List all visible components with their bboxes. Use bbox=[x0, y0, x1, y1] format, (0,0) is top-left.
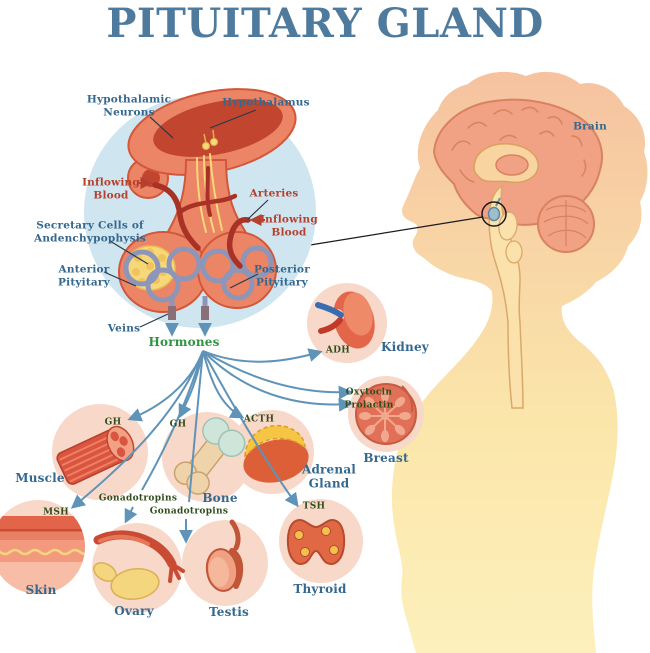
label-hypothalamic-neurons: Hypothalamic Neurons bbox=[86, 93, 172, 118]
cerebellum-folds bbox=[543, 200, 589, 246]
thalamus bbox=[495, 154, 529, 176]
tag-gh-muscle: GH bbox=[104, 417, 122, 428]
leader-arteries bbox=[247, 199, 269, 220]
leader-hypothalamic-neurons bbox=[149, 116, 174, 139]
ovary-illustration bbox=[93, 530, 185, 600]
muscle-illustration bbox=[56, 425, 135, 485]
leader-secretory-cells bbox=[109, 240, 149, 265]
testis-illustration bbox=[205, 519, 244, 592]
arrow-to-breast-oxytocin bbox=[202, 350, 353, 400]
label-muscle: Muscle bbox=[15, 470, 65, 485]
breast-illustration bbox=[355, 383, 417, 445]
pituitary-leader-line bbox=[303, 216, 484, 247]
label-bone: Bone bbox=[202, 490, 238, 505]
arrow-to-skin bbox=[70, 350, 204, 509]
label-veins: Veins bbox=[107, 322, 141, 335]
tag-prolactin: Prolactin bbox=[344, 400, 394, 411]
page-title: PITUITARY GLAND bbox=[106, 0, 544, 47]
tag-adh: ADH bbox=[325, 345, 351, 356]
label-leader-lines bbox=[103, 109, 269, 328]
female-body-silhouette bbox=[303, 71, 648, 653]
arrow-to-testis-long bbox=[188, 350, 204, 503]
label-anterior-pituitary: Anterior Pityitary bbox=[58, 263, 110, 288]
label-posterior-pituitary: Posterior Pityitary bbox=[254, 263, 310, 288]
arrow-to-thyroid bbox=[202, 350, 299, 508]
pituitary-in-brain bbox=[487, 206, 501, 222]
tag-tsh: TSH bbox=[302, 501, 326, 512]
pituitary-highlight-ring bbox=[481, 201, 507, 227]
arrow-to-kidney bbox=[202, 348, 323, 363]
label-kidney: Kidney bbox=[381, 339, 429, 354]
leader-veins bbox=[139, 313, 169, 328]
label-skin: Skin bbox=[25, 582, 57, 597]
label-testis: Testis bbox=[208, 604, 250, 619]
tag-acth: ACTH bbox=[243, 414, 275, 425]
arrow-to-breast-prolactin bbox=[202, 350, 353, 412]
label-thyroid: Thyroid bbox=[293, 581, 347, 596]
label-inflowing-blood-right: Inflowing Blood bbox=[260, 213, 318, 238]
pons bbox=[505, 240, 523, 264]
thyroid-illustration bbox=[286, 518, 346, 565]
label-arteries: Arteries bbox=[249, 187, 299, 200]
tag-gonadotropins-ovary: Gonadotropins bbox=[98, 493, 178, 504]
tag-gh-bone: GH bbox=[169, 419, 187, 430]
label-breast: Breast bbox=[363, 450, 409, 465]
pituitary-illustration bbox=[84, 88, 316, 337]
label-brain: Brain bbox=[573, 120, 607, 133]
hormone-arrow-fan bbox=[70, 348, 353, 544]
tag-msh: MSH bbox=[43, 507, 69, 518]
tag-oxytocin: Oxytocin bbox=[345, 387, 393, 398]
leader-hypothalamus bbox=[209, 109, 257, 129]
leader-anterior-pituitary bbox=[103, 271, 137, 287]
kidney-illustration bbox=[315, 291, 375, 349]
tag-gonadotropins-testis: Gonadotropins bbox=[149, 506, 229, 517]
bone-illustration bbox=[173, 417, 246, 495]
leader-posterior-pituitary bbox=[229, 273, 259, 289]
arrow-to-ovary-tip bbox=[124, 506, 138, 524]
label-ovary: Ovary bbox=[114, 603, 154, 618]
arrow-to-ovary-long bbox=[141, 350, 204, 491]
cerebrum-gyri bbox=[451, 106, 587, 183]
label-inflowing-blood-left: Inflowing Blood bbox=[82, 176, 140, 201]
brain-illustration bbox=[303, 98, 603, 409]
label-hypothalamus: Hypothalamus bbox=[222, 96, 310, 109]
vein-vessels bbox=[168, 296, 209, 320]
skin-illustration bbox=[0, 516, 85, 594]
inflow-arrows bbox=[137, 177, 265, 226]
artery-vessels bbox=[152, 166, 251, 269]
capillary-loops bbox=[123, 245, 274, 304]
label-secretory-cells: Secretary Cells of Andenchypophysis bbox=[34, 219, 146, 244]
hypothalamus-inner bbox=[153, 99, 283, 157]
hypothalamic-neuron-cells bbox=[202, 129, 218, 150]
hormone-release-arrows bbox=[165, 322, 212, 337]
arrow-to-adrenal bbox=[202, 350, 245, 419]
label-adrenal-gland: Adrenal Gland bbox=[301, 462, 357, 491]
label-hormones: Hormones bbox=[148, 334, 220, 349]
